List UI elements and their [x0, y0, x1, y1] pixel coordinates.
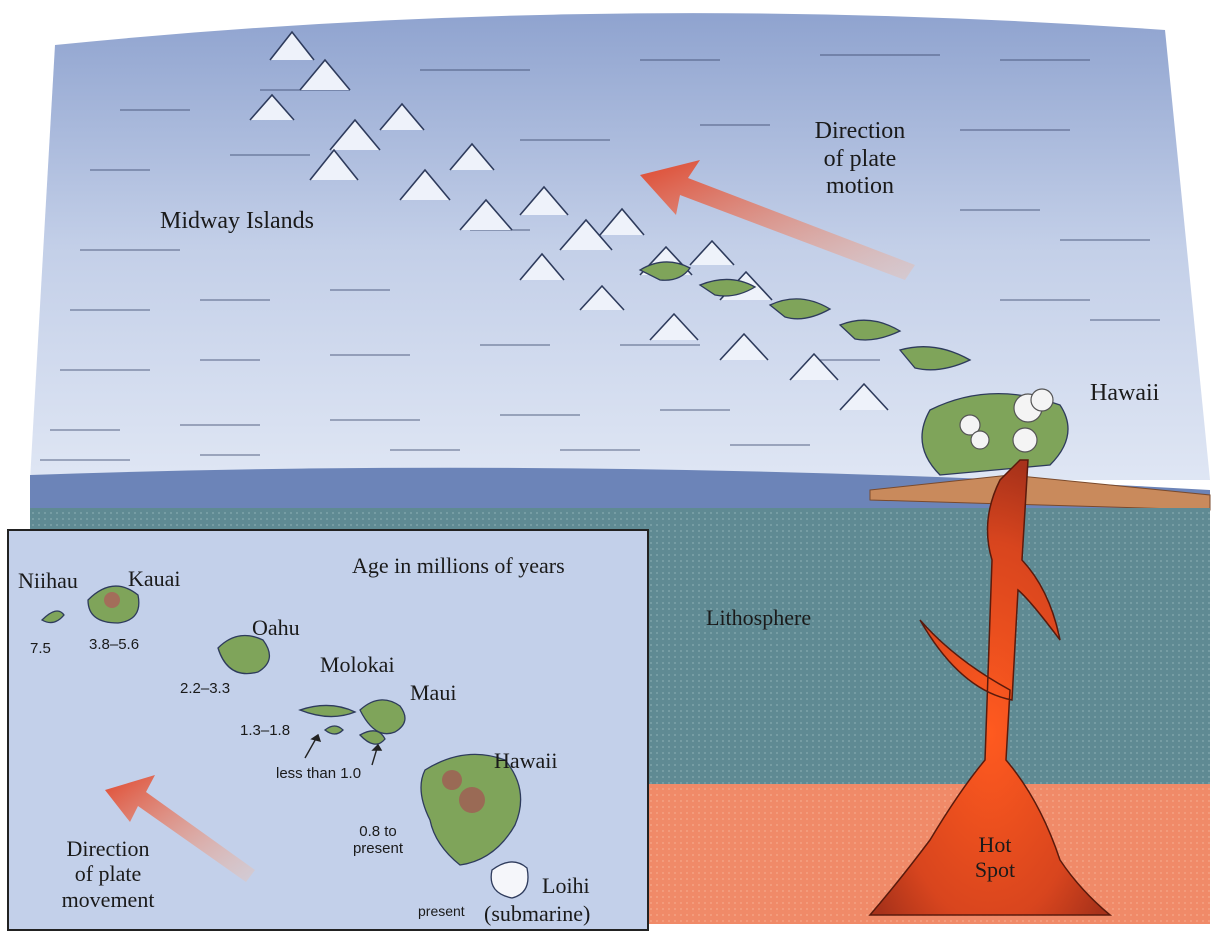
midway-islands-label: Midway Islands [160, 208, 314, 236]
maui-label: Maui [410, 680, 456, 705]
niihau-label: Niihau [18, 568, 78, 593]
maui-age: less than 1.0 [276, 765, 361, 782]
kauai-label: Kauai [128, 566, 181, 591]
oahu-label: Oahu [252, 615, 300, 640]
hawaii-inset-label: Hawaii [494, 748, 558, 773]
lithosphere-label: Lithosphere [706, 605, 811, 630]
loihi-label: Loihi [542, 873, 590, 898]
kauai-age: 3.8–5.6 [89, 636, 139, 653]
hot-spot-label: Hot Spot [960, 832, 1030, 883]
loihi-age: present [418, 903, 465, 919]
hawaii-inset-age: 0.8 to present [342, 823, 414, 858]
inset-title: Age in millions of years [352, 553, 565, 578]
molokai-age: 1.3–1.8 [240, 722, 290, 739]
oahu-age: 2.2–3.3 [180, 680, 230, 697]
loihi-note: (submarine) [484, 901, 590, 926]
direction-of-plate-movement-label: Direction of plate movement [28, 836, 188, 912]
molokai-label: Molokai [320, 652, 395, 677]
hawaii-label: Hawaii [1090, 380, 1159, 408]
niihau-age: 7.5 [30, 640, 51, 657]
direction-of-plate-motion-label: Direction of plate motion [770, 118, 950, 201]
